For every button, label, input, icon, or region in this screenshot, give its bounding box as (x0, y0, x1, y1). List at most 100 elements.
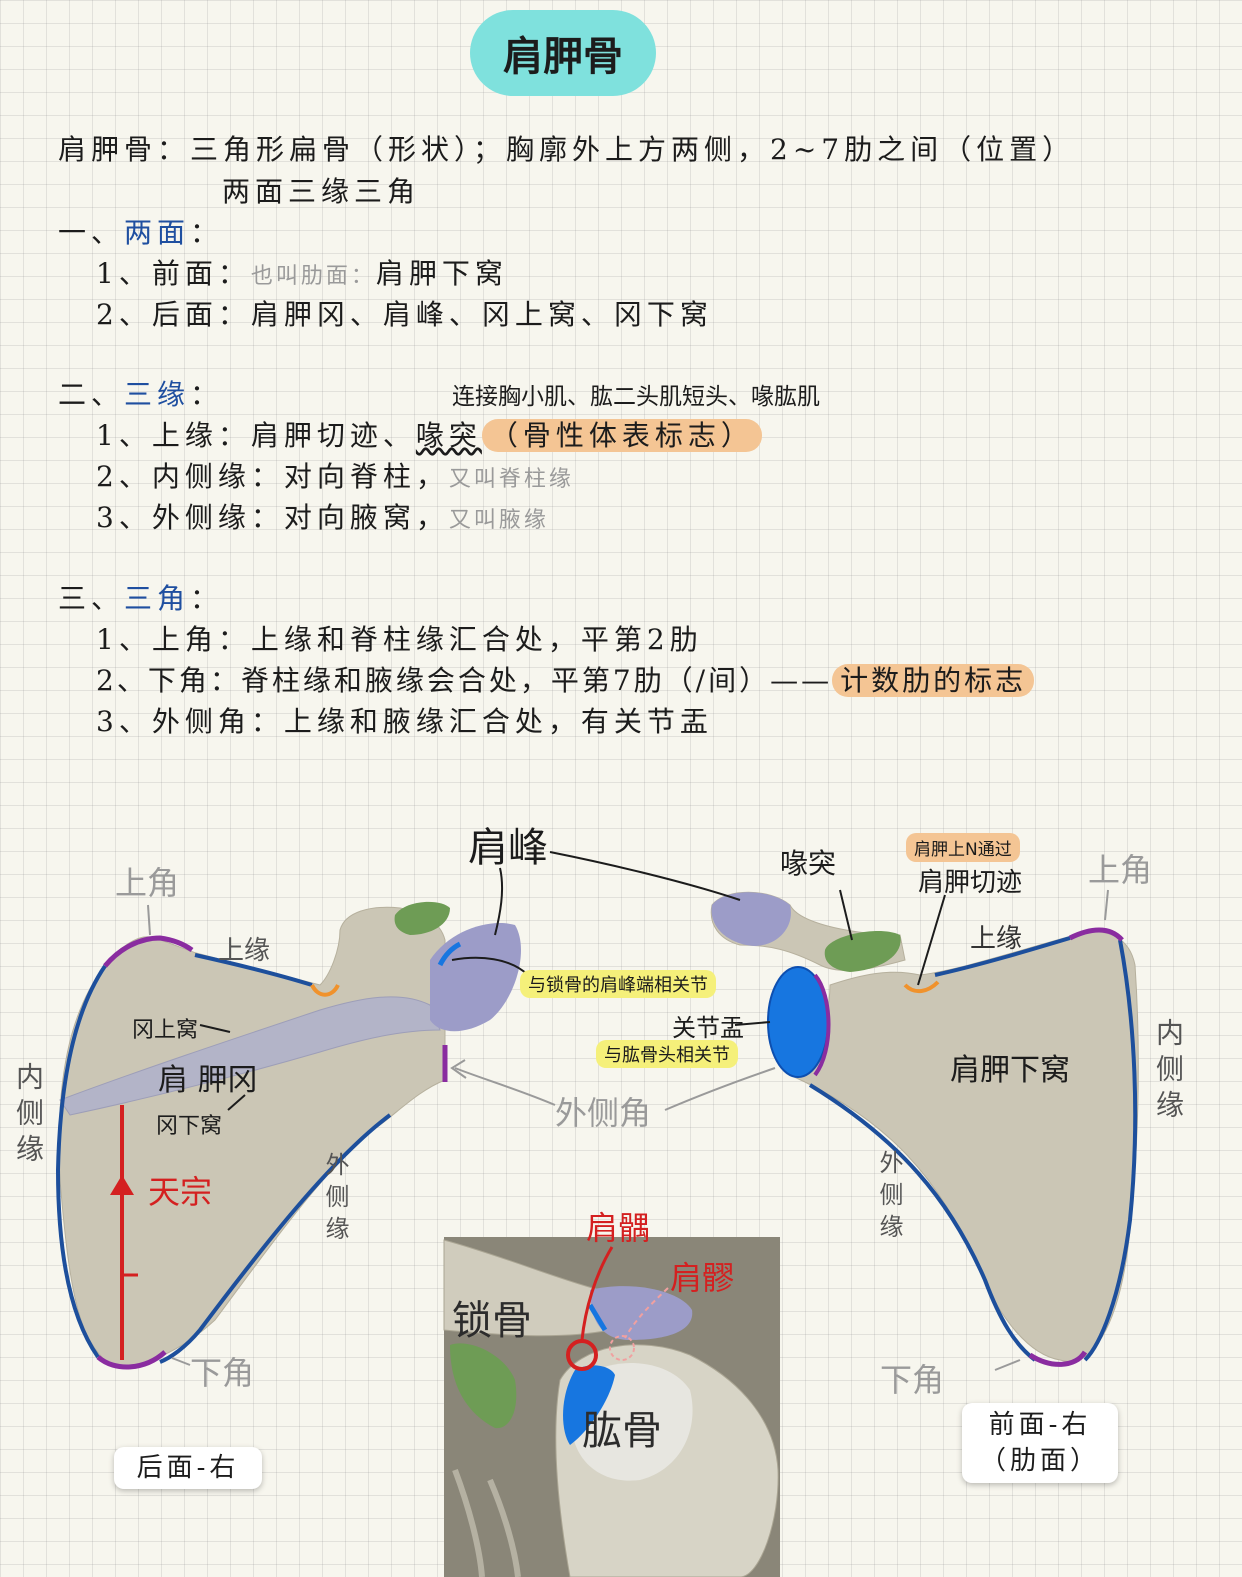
section-colon: ： (190, 216, 224, 249)
item-text: 对向腋窝， (283, 501, 449, 534)
label-humerus: 肱骨 (582, 1408, 662, 1454)
item-number: 1、 (96, 419, 152, 452)
intro-line-2: 两面三缘三角 (222, 175, 421, 208)
item-keyword: 喙突 (415, 419, 482, 452)
label-acromion: 肩峰 (468, 825, 548, 871)
label-upper-angle-left: 上角 (115, 864, 180, 902)
border-item-superior: 1、上缘：肩胛切迹、喙突（骨性体表标志） (96, 414, 762, 454)
item-label: 上角： (151, 623, 251, 656)
glenoid-leader (734, 1021, 771, 1026)
caption-anterior-right: 前面-右 （肋面） (962, 1403, 1118, 1483)
rib-curve-2 (487, 1478, 521, 1577)
label-lower-angle-right: 下角 (880, 1361, 945, 1399)
section-number: 二、 (58, 378, 125, 411)
label-notch: 肩胛切迹 (918, 868, 1023, 898)
lateral-angle-arrow-left (450, 1059, 467, 1079)
section-borders-heading: 二、三缘： (58, 373, 223, 413)
acromion-inset (590, 1286, 693, 1340)
item-aside: 又叫脊柱缘 (448, 467, 574, 492)
item-text: 上缘和脊柱缘汇合处，平第2肋 (250, 623, 703, 656)
label-clavicle: 锁骨 (452, 1298, 532, 1344)
item-text: 肩胛下窝 (375, 257, 508, 290)
label-supraspinous: 冈上窝 (132, 1018, 199, 1043)
anterior-scapula-body (789, 931, 1139, 1362)
coracoid-leader (839, 889, 853, 941)
posterior-scapula (55, 867, 529, 1370)
lateral-angle-leader-left (454, 1067, 556, 1106)
item-number: 2、 (96, 664, 148, 697)
section-angles-heading: 三、三角： (58, 577, 223, 617)
item-number: 3、 (96, 705, 152, 738)
border-item-medial: 2、内侧缘：对向脊柱，又叫脊柱缘 (96, 455, 574, 495)
angle-item-lateral: 3、外侧角：上缘和腋缘汇合处，有关节盂 (96, 700, 713, 740)
face-item-front: 1、前面：也叫肋面：肩胛下窝 (96, 252, 508, 292)
section-title: 两面 (124, 216, 191, 249)
label-superior-border-left: 上缘 (218, 936, 271, 966)
label-coracoid: 喙突 (780, 847, 837, 880)
scapular-spine-shape (59, 996, 441, 1116)
section-colon: ： (190, 378, 224, 411)
supraspinous-leader (199, 1024, 231, 1033)
label-medial-border-right: 内侧缘 (1152, 1018, 1185, 1126)
posterior-scapula-body (58, 906, 446, 1367)
item-label: 上缘： (151, 419, 251, 452)
label-tianzong: 天宗 (148, 1173, 213, 1211)
superior-border-line (194, 953, 313, 987)
item-highlight: （骨性体表标志） (481, 419, 762, 452)
angle-item-inferior: 2、下角：脊柱缘和腋缘会合处，平第7肋（/间）——计数肋的标志 (96, 659, 1035, 699)
glenoid-inset-edge (587, 1303, 608, 1332)
label-jianyu: 肩髃 (586, 1209, 651, 1247)
item-aside: 又叫腋缘 (448, 508, 549, 533)
item-text: 对向脊柱， (283, 460, 449, 493)
jianyu-leader (580, 1246, 614, 1341)
label-infraspinous: 冈下窝 (156, 1114, 223, 1139)
item-label: 内侧缘： (151, 460, 284, 493)
label-lower-angle-left: 下角 (190, 1354, 255, 1392)
item-highlight: 计数肋的标志 (832, 664, 1035, 697)
item-label: 外侧缘： (151, 501, 284, 534)
item-text: 肩胛切迹、 (250, 419, 416, 452)
scapular-notch-mark (310, 983, 340, 997)
item-number: 1、 (96, 623, 152, 656)
infraspinous-leader (227, 1094, 246, 1111)
green-muscle-inset (450, 1343, 517, 1429)
medial-border-line (55, 964, 107, 1359)
lateral-angle-leader-right (664, 1067, 776, 1111)
lateral-border-line (159, 1113, 392, 1364)
page-title: 肩胛骨 (470, 10, 656, 96)
item-label: 外侧角： (151, 705, 284, 738)
label-upper-angle-right: 上角 (1088, 851, 1153, 889)
label-lateral-border-right: 外侧缘 (875, 1150, 903, 1246)
glenoid-inset-blue (563, 1365, 615, 1445)
anterior-lateral-border (808, 1083, 1037, 1362)
upper-angle-mark (103, 935, 194, 968)
label-glenoid-joint: 与肱骨头相关节 (596, 1040, 738, 1068)
item-number: 2、 (96, 298, 152, 331)
label-jianliao: 肩髎 (670, 1259, 735, 1297)
glenoid-purple-edge (813, 973, 831, 1077)
notch-leader (917, 894, 946, 986)
acromion-joint-leader (451, 956, 529, 976)
anterior-notch-mark (903, 980, 940, 994)
anterior-superior-border (934, 936, 1071, 977)
item-label: 下角： (147, 664, 241, 697)
anterior-upper-angle-mark (1068, 927, 1124, 942)
label-notch-note: 肩胛上N通过 (906, 833, 1020, 862)
item-number: 1、 (96, 257, 152, 290)
section-faces-heading: 一、两面： (58, 211, 223, 251)
acromion-leader-line (494, 867, 504, 936)
label-superior-border-right: 上缘 (970, 924, 1023, 954)
label-lateral-border-left: 外侧缘 (321, 1152, 349, 1248)
tianzong-arrow-head (110, 1175, 134, 1195)
anterior-scapula (450, 851, 1139, 1371)
item-text: 上缘和腋缘汇合处，有关节盂 (283, 705, 713, 738)
item-number: 3、 (96, 501, 152, 534)
caption-anterior-line-2: （肋面） (979, 1446, 1100, 1476)
item-text: 肩胛冈、肩峰、冈上窝、冈下窝 (250, 298, 713, 331)
label-spine: 肩 胛冈 (158, 1063, 258, 1098)
item-text: 脊柱缘和腋缘会合处，平第7肋（/间）—— (240, 664, 833, 697)
section-colon: ： (190, 582, 224, 615)
jianyu-point-marker (566, 1339, 598, 1371)
item-label: 前面： (151, 257, 251, 290)
